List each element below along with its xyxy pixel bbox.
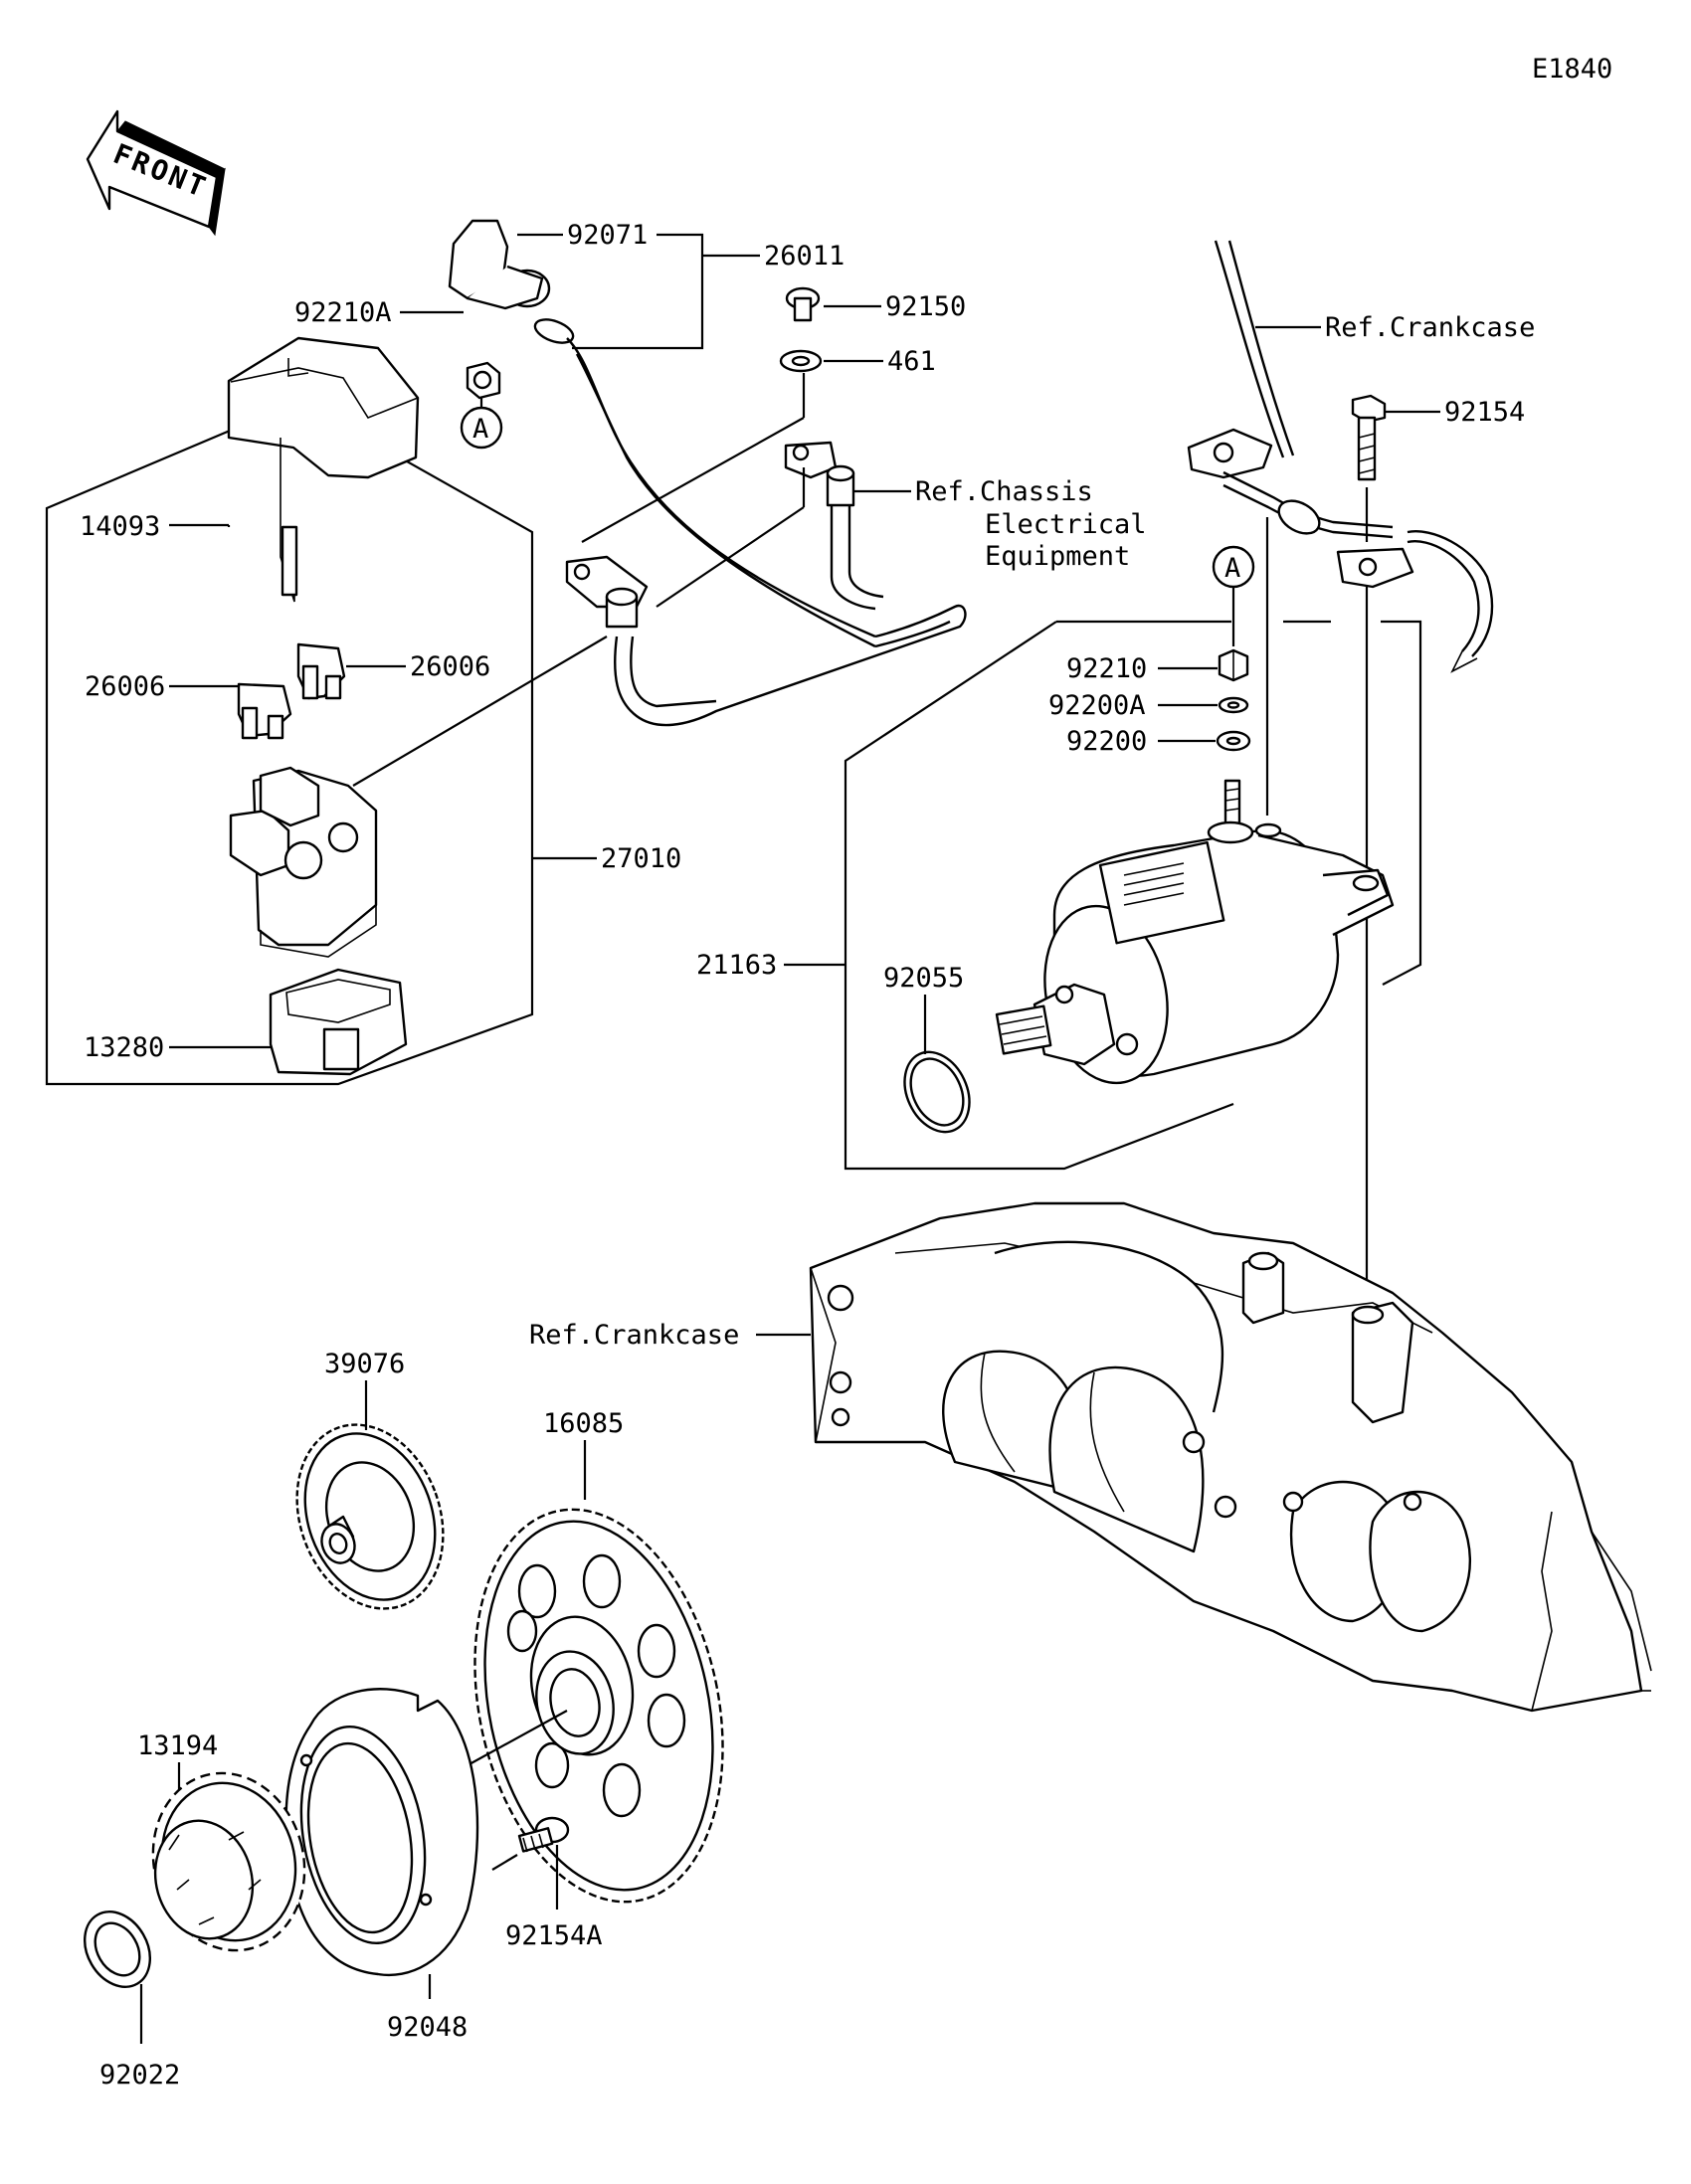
label-ref-chassis-3: Equipment [985,541,1130,572]
starter-relay-27010 [229,766,378,958]
cable-boot-92071 [448,219,551,310]
callout-a-right-letter: A [1224,553,1240,584]
label-14093: 14093 [80,511,160,542]
leader-26011 [572,233,704,350]
label-92071: 92071 [567,220,648,251]
label-92200: 92200 [1066,726,1147,757]
label-92154A: 92154A [505,1920,603,1951]
label-13280: 13280 [84,1032,164,1063]
label-92055: 92055 [883,963,964,994]
label-16085: 16085 [543,1408,624,1439]
starter-motor-21163 [995,779,1395,1085]
label-92210: 92210 [1066,653,1147,684]
clutch-housing-92048 [284,1688,479,1977]
label-ref-crankcase-mid: Ref.Crankcase [529,1320,739,1351]
bolt-92154A [517,1816,570,1853]
diagram-code: E1840 [1532,54,1612,85]
label-27010: 27010 [601,843,681,874]
washer-92022 [84,1911,151,1988]
relay-cover-14093 [227,336,420,603]
label-26006-right: 26006 [410,651,490,682]
label-26011: 26011 [764,241,845,272]
label-92200A: 92200A [1048,690,1146,721]
front-arrow-icon: FRONT [86,109,226,237]
label-92048: 92048 [387,2012,468,2043]
bracket-frame-lines [581,417,805,543]
label-13194: 13194 [137,1730,218,1761]
idle-gear-39076 [295,1423,445,1610]
chassis-wire [826,464,884,611]
label-92154: 92154 [1444,397,1525,428]
label-461: 461 [887,346,936,377]
label-26006-left: 26006 [85,671,165,702]
label-92210A: 92210A [294,297,392,328]
washer-92200A [1218,696,1249,714]
starter-cable [533,318,967,727]
label-92150: 92150 [885,291,966,322]
crankcase [809,1201,1652,1713]
o-ring-92055 [903,1050,971,1134]
bolt-92154 [1351,394,1387,481]
nut-92210A [466,361,501,400]
one-way-clutch-13194 [151,1771,306,1952]
screw-92150 [785,286,821,322]
callout-a-left-letter: A [472,414,488,445]
ground-cable [1187,240,1494,673]
callout-a-left [460,406,503,450]
label-ref-crankcase-top: Ref.Crankcase [1325,312,1535,343]
nut-92210 [1218,648,1249,682]
label-39076: 39076 [324,1349,405,1379]
fuse-26006-left [237,682,292,740]
washer-92200 [1216,730,1251,752]
washer-461 [779,349,823,373]
terminal-bracket [565,441,838,629]
label-ref-chassis-1: Ref.Chassis [915,476,1093,507]
label-21163: 21163 [696,950,777,981]
label-ref-chassis-2: Electrical [985,509,1147,540]
fuse-26006-right [296,642,346,700]
relay-boot-13280 [269,968,408,1076]
starter-gear-16085 [473,1508,724,1904]
label-92022: 92022 [99,2060,180,2091]
